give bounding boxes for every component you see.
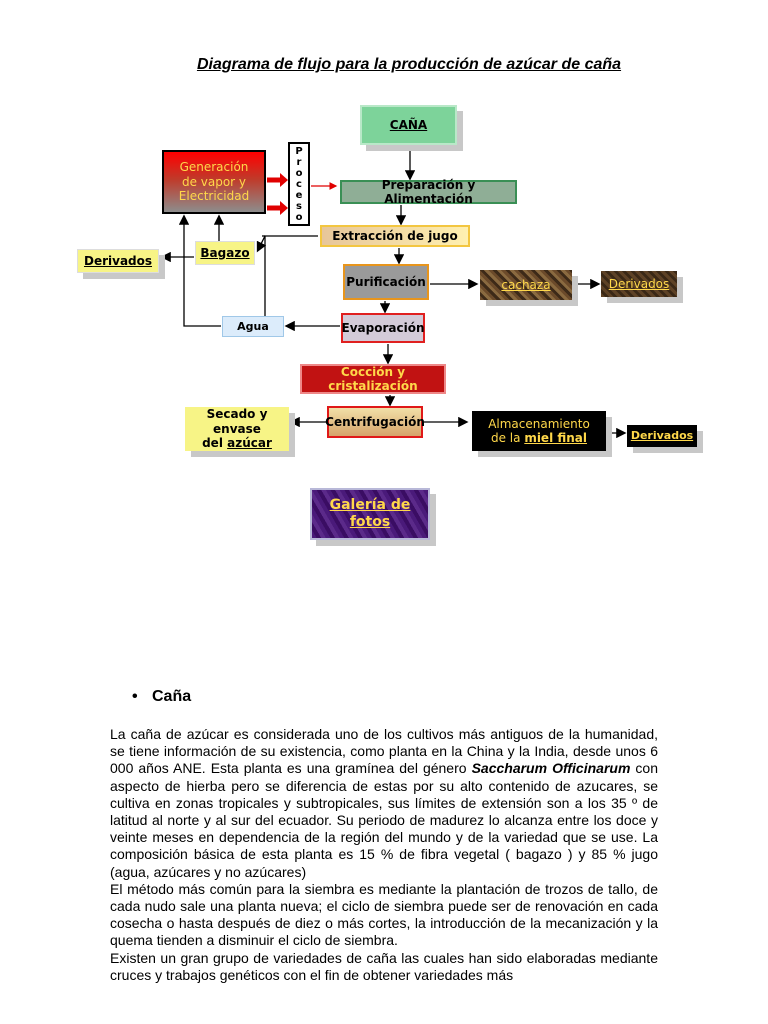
centrifugacion-box: Centrifugación — [325, 406, 425, 438]
proceso-letter: e — [295, 189, 303, 201]
almacenamiento-line-1: Almacenamiento — [488, 416, 590, 431]
cachaza-link[interactable]: cachaza — [501, 277, 551, 292]
proceso-letter: P — [295, 145, 303, 157]
proceso-letter: c — [296, 178, 302, 190]
paragraph-3: Existen un gran grupo de variedades de c… — [110, 949, 658, 983]
almacenamiento-box: Almacenamiento de la miel final — [472, 411, 606, 451]
azucar-link[interactable]: azúcar — [227, 436, 272, 451]
proceso-letter: s — [296, 200, 302, 212]
purificacion-box: Purificación — [343, 264, 429, 300]
almacenamiento-line-2: de la — [490, 431, 525, 445]
proceso-box: P r o c e s o — [288, 142, 310, 226]
agua-box: Agua — [222, 316, 284, 337]
proceso-letter: r — [296, 156, 302, 168]
paragraph-1: La caña de azúcar es considerada uno de … — [110, 726, 658, 881]
evaporacion-box: Evaporación — [341, 313, 425, 343]
extraccion-box: Extracción de jugo — [320, 225, 470, 247]
body-text: La caña de azúcar es considerada uno de … — [110, 726, 658, 984]
cana-label[interactable]: CAÑA — [389, 117, 428, 132]
bullet-icon: • — [132, 688, 138, 705]
derivados-link[interactable]: Derivados — [608, 276, 670, 291]
secado-line-1: Secado y envase — [206, 407, 268, 436]
paragraph-1-text-cont: con aspecto de hierba pero se diferencia… — [110, 760, 659, 880]
species-name: Saccharum Officinarum — [471, 760, 631, 777]
proceso-letter: o — [295, 211, 303, 223]
section-heading: • Caña — [132, 688, 191, 706]
paragraph-1-text: La caña de azúcar es considerada uno de … — [110, 726, 658, 777]
miel-final-link[interactable]: miel final — [524, 431, 588, 445]
galeria-line-1[interactable]: Galería de — [329, 497, 411, 514]
cana-box[interactable]: CAÑA — [360, 105, 457, 145]
cachaza-box[interactable]: cachaza — [480, 270, 572, 300]
flow-arrows — [160, 146, 627, 439]
derivados-bagazo-box[interactable]: Derivados — [77, 249, 159, 273]
derivados-link[interactable]: Derivados — [83, 253, 153, 268]
galeria-fotos-button[interactable]: Galería de fotos — [310, 488, 430, 540]
paragraph-2: El método más común para la siembra es m… — [110, 880, 658, 949]
secado-line-2: del — [202, 436, 228, 451]
preparacion-box: Preparación y Alimentación — [340, 178, 517, 206]
generacion-line-3: Electricidad — [178, 189, 250, 204]
bagazo-box[interactable]: Bagazo — [195, 241, 255, 265]
derivados-link[interactable]: Derivados — [630, 429, 694, 443]
page-title: Diagrama de flujo para la producción de … — [196, 56, 622, 73]
secado-box: Secado y envase del azúcar — [185, 407, 289, 451]
generacion-vapor-box: Generación de vapor y Electricidad — [162, 150, 266, 214]
bagazo-link[interactable]: Bagazo — [200, 245, 250, 260]
galeria-line-2[interactable]: fotos — [349, 514, 391, 530]
proceso-letter: o — [295, 167, 303, 179]
generacion-line-2: de vapor y — [181, 174, 247, 189]
coccion-box: Cocción y cristalización — [300, 364, 446, 394]
section-heading-text: Caña — [152, 688, 192, 705]
derivados-miel-box[interactable]: Derivados — [627, 425, 697, 447]
generacion-line-1: Generación — [179, 160, 249, 175]
derivados-cachaza-box[interactable]: Derivados — [601, 271, 677, 297]
